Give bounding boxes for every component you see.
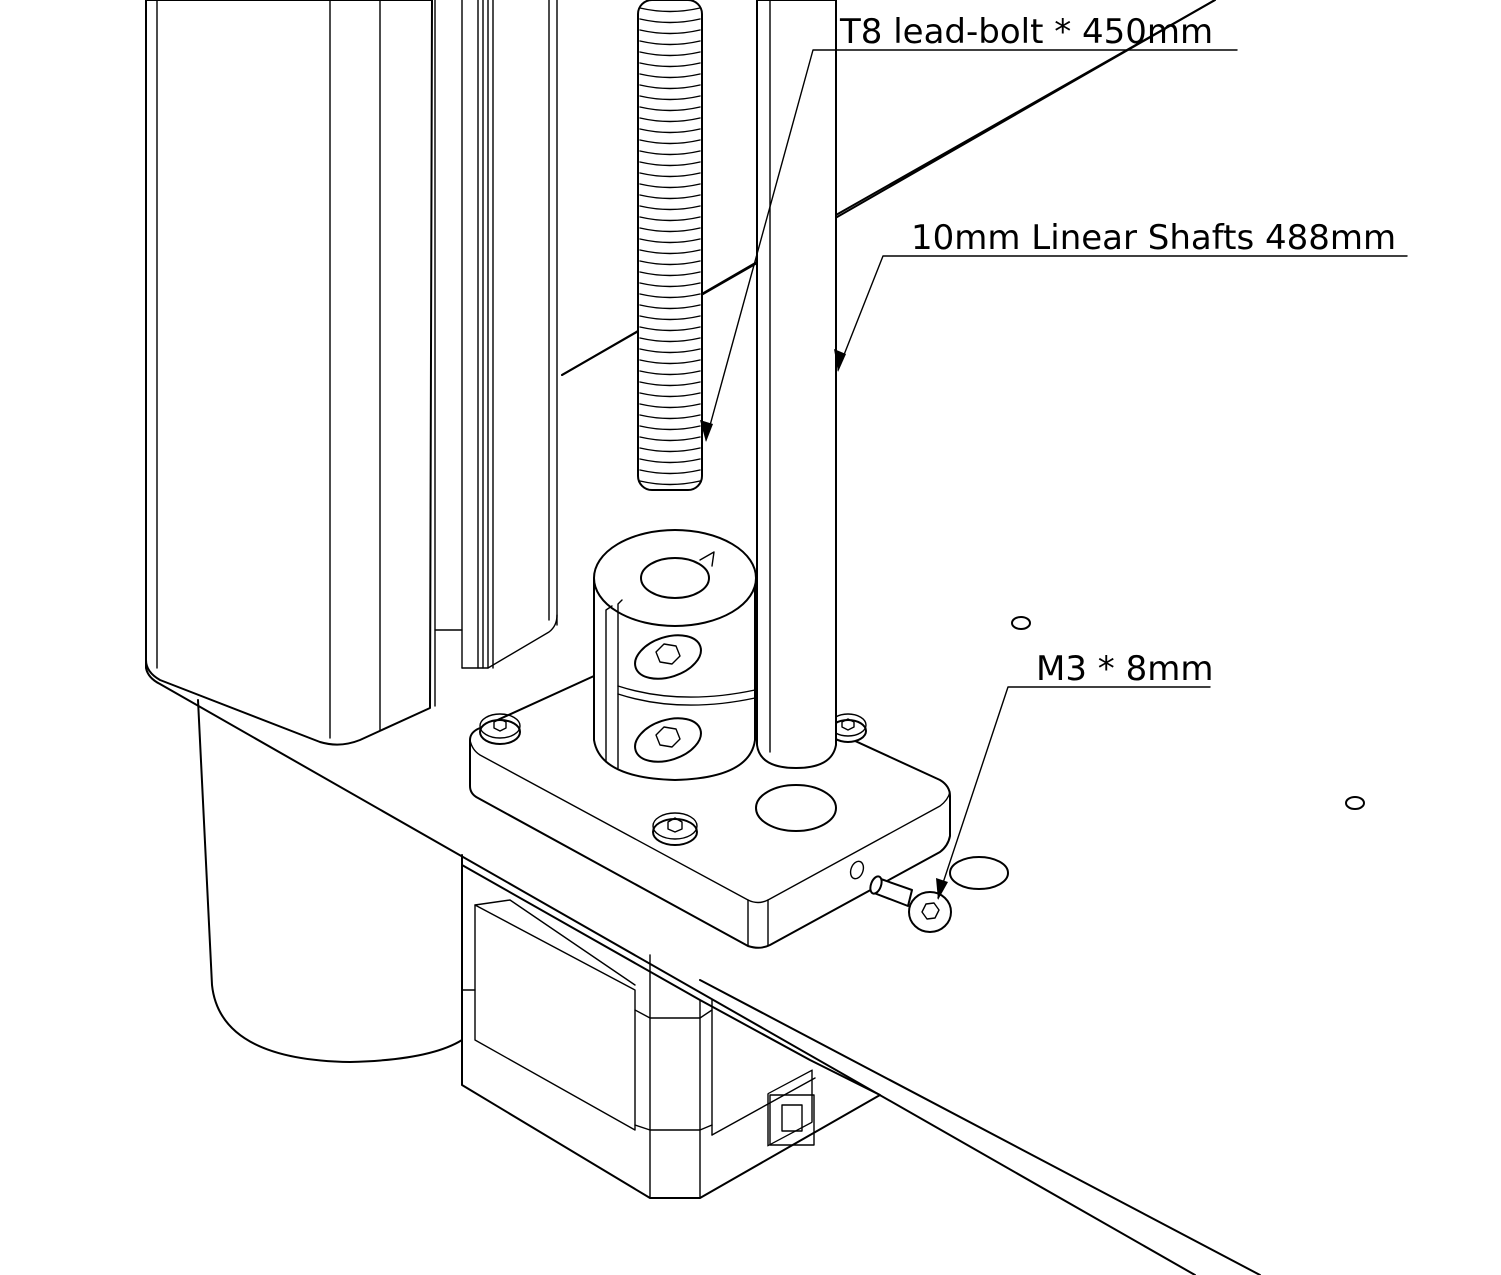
stepper-motor — [461, 854, 881, 1199]
m3-screw — [869, 856, 1009, 933]
label-m3-screw: M3 * 8mm — [1036, 649, 1214, 689]
leader-lines — [700, 49, 1408, 900]
label-lead-screw: T8 lead-bolt * 450mm — [840, 12, 1214, 52]
support-cylinder — [197, 699, 463, 1063]
plate-holes — [1011, 616, 1365, 810]
base-plate — [145, 629, 1261, 1275]
linear-shaft — [756, 0, 837, 769]
shaft-coupler — [593, 529, 757, 781]
lead-screw — [637, 0, 703, 491]
aluminum-extrusion — [145, 0, 558, 746]
label-linear-shaft: 10mm Linear Shafts 488mm — [911, 218, 1397, 258]
